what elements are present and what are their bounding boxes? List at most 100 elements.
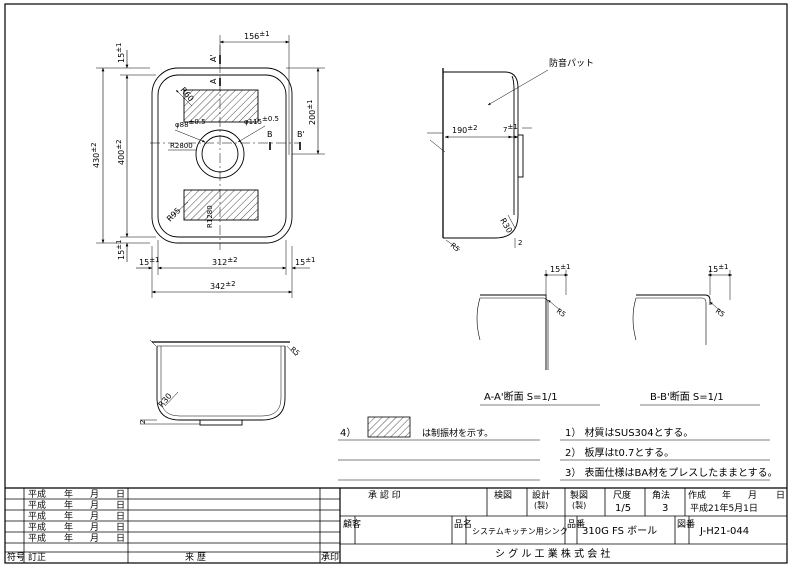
- r1280-label: R1280: [206, 205, 214, 228]
- col-revision: 訂正: [28, 551, 46, 563]
- revision-row-day: 日: [116, 533, 125, 544]
- section-b-dim: 15±1: [708, 263, 729, 274]
- col-history: 来 歴: [185, 552, 206, 563]
- front-view-labels: R5 R30 2: [139, 345, 301, 424]
- revision-row-era: 平成: [28, 499, 46, 511]
- revision-row-month: 月: [90, 489, 99, 500]
- drain-inner: [201, 135, 239, 173]
- scale-label: 尺度: [613, 489, 631, 501]
- revision-row-month: 月: [90, 511, 99, 522]
- revision-row-era: 平成: [28, 510, 46, 522]
- revision-row-day: 日: [116, 489, 125, 500]
- phi115-label: φ115±0.5: [244, 115, 279, 126]
- note-4-hatch-swatch: [367, 416, 411, 438]
- created-year-header: 年: [722, 489, 731, 501]
- r2800-label: R2800: [170, 142, 193, 150]
- dim-156-text: 156±1: [244, 30, 270, 41]
- col-symbol: 符号: [7, 551, 25, 563]
- angle-value: 3: [662, 503, 668, 514]
- revision-row-month: 月: [90, 500, 99, 511]
- dim-200-text: 200±1: [306, 99, 317, 125]
- revision-rows: 平成年月日平成年月日平成年月日平成年月日平成年月日: [28, 488, 125, 544]
- section-b-prime-mark: B': [297, 130, 305, 139]
- customer-label: 顧客: [343, 518, 361, 530]
- revision-row-year: 年: [64, 521, 73, 533]
- draft-sub: (製): [572, 500, 586, 510]
- dim-190-text: 190±2: [452, 124, 478, 135]
- front-dim-2-text: 2: [139, 420, 147, 424]
- design-sub: (製): [534, 500, 548, 510]
- note-1: 1） 材質はSUS304とする。: [565, 426, 693, 439]
- dim-400-text: 400±2: [115, 139, 126, 165]
- section-a-caption: A-A'断面 S=1/1: [484, 390, 558, 403]
- revision-row-day: 日: [116, 511, 125, 522]
- section-a-mark: A: [209, 78, 218, 84]
- sink-bowl-inner: [157, 74, 287, 238]
- product-label: 品名: [454, 518, 472, 530]
- dim-7-text: 7±1: [503, 123, 518, 134]
- damping-pad-bottom: [183, 189, 259, 221]
- dim-430-text: 430±2: [90, 142, 101, 168]
- revision-row-month: 月: [90, 522, 99, 533]
- part-label: 品番: [567, 518, 585, 530]
- title-block-text: 平成年月日平成年月日平成年月日平成年月日平成年月日 符号 訂正 来 歴 承印 承…: [7, 488, 785, 563]
- front-view: [140, 339, 297, 426]
- scale-value: 1/5: [615, 503, 631, 514]
- dim-342-text: 342±2: [210, 280, 236, 291]
- drawing-label: 図番: [677, 518, 695, 530]
- section-b-labels: 15±1 R5 B-B'断面 S=1/1: [650, 263, 729, 403]
- created-label: 作成: [688, 489, 706, 501]
- revision-row-year: 年: [64, 499, 73, 511]
- revision-row-era: 平成: [28, 488, 46, 500]
- created-month-header: 月: [748, 490, 757, 501]
- note-4-number: 4）: [340, 427, 356, 439]
- revision-row-day: 日: [116, 500, 125, 511]
- phi88-label: φ88±0.5: [175, 118, 206, 129]
- section-a-dim: 15±1: [550, 263, 571, 274]
- section-a-radius: R5: [555, 307, 567, 319]
- dim-15-bottom-text: 15±1: [115, 239, 126, 260]
- section-b-radius: R5: [714, 307, 726, 319]
- section-a-prime-mark: A': [209, 54, 218, 62]
- sheet-border: [4, 3, 788, 564]
- section-b-mark: B: [267, 130, 273, 139]
- design-label: 設計: [532, 489, 550, 501]
- revision-row-year: 年: [64, 510, 73, 522]
- part-number: 310G FS ボール: [582, 525, 657, 537]
- angle-label: 角法: [652, 489, 670, 501]
- created-day-header: 日: [776, 490, 785, 501]
- notes: 4） は制振材を示す。 1） 材質はSUS304とする。 2） 板厚はt0.7と…: [338, 416, 778, 481]
- side-r30-label: R30: [498, 217, 514, 235]
- pad-label: 防音パット: [549, 57, 594, 69]
- approval-stamp-label: 承 認 印: [368, 489, 401, 501]
- dim-15-right-text: 15±1: [295, 256, 316, 267]
- side-dim-2-text: 2: [518, 239, 522, 247]
- note-3: 3） 表面仕様はBA材をプレスしたままとする。: [565, 466, 778, 479]
- section-a-labels: 15±1 R5 A-A'断面 S=1/1: [484, 263, 571, 403]
- company-name: シ グ ル 工 業 株 式 会 社: [495, 547, 610, 560]
- dim-15-top-text: 15±1: [115, 42, 126, 63]
- inspect-label: 検図: [494, 489, 512, 501]
- drain-outer: [195, 129, 245, 179]
- sink-rim-outline: [151, 67, 293, 244]
- section-b-detail: [632, 270, 760, 406]
- front-r5-label: R5: [289, 345, 301, 357]
- damping-pad-top: [183, 89, 259, 123]
- product-name: システムキッチン用シンク: [472, 527, 568, 536]
- side-view: [427, 68, 549, 251]
- dim-312-text: 312±2: [212, 256, 238, 267]
- col-signature: 承印: [321, 551, 339, 563]
- drawing-number: J-H21-044: [699, 526, 749, 537]
- revision-row-month: 月: [90, 533, 99, 544]
- revision-row-era: 平成: [28, 532, 46, 544]
- r95-label: R95: [165, 206, 183, 224]
- dim-15-left-text: 15±1: [139, 256, 160, 267]
- title-block: [5, 487, 787, 563]
- revision-row-year: 年: [64, 488, 73, 500]
- note-4-text: は制振材を示す。: [422, 427, 493, 439]
- created-date: 平成21年5月1日: [690, 502, 758, 514]
- revision-row-year: 年: [64, 532, 73, 544]
- front-r30-label: R30: [157, 391, 174, 409]
- section-a-detail: [476, 270, 600, 406]
